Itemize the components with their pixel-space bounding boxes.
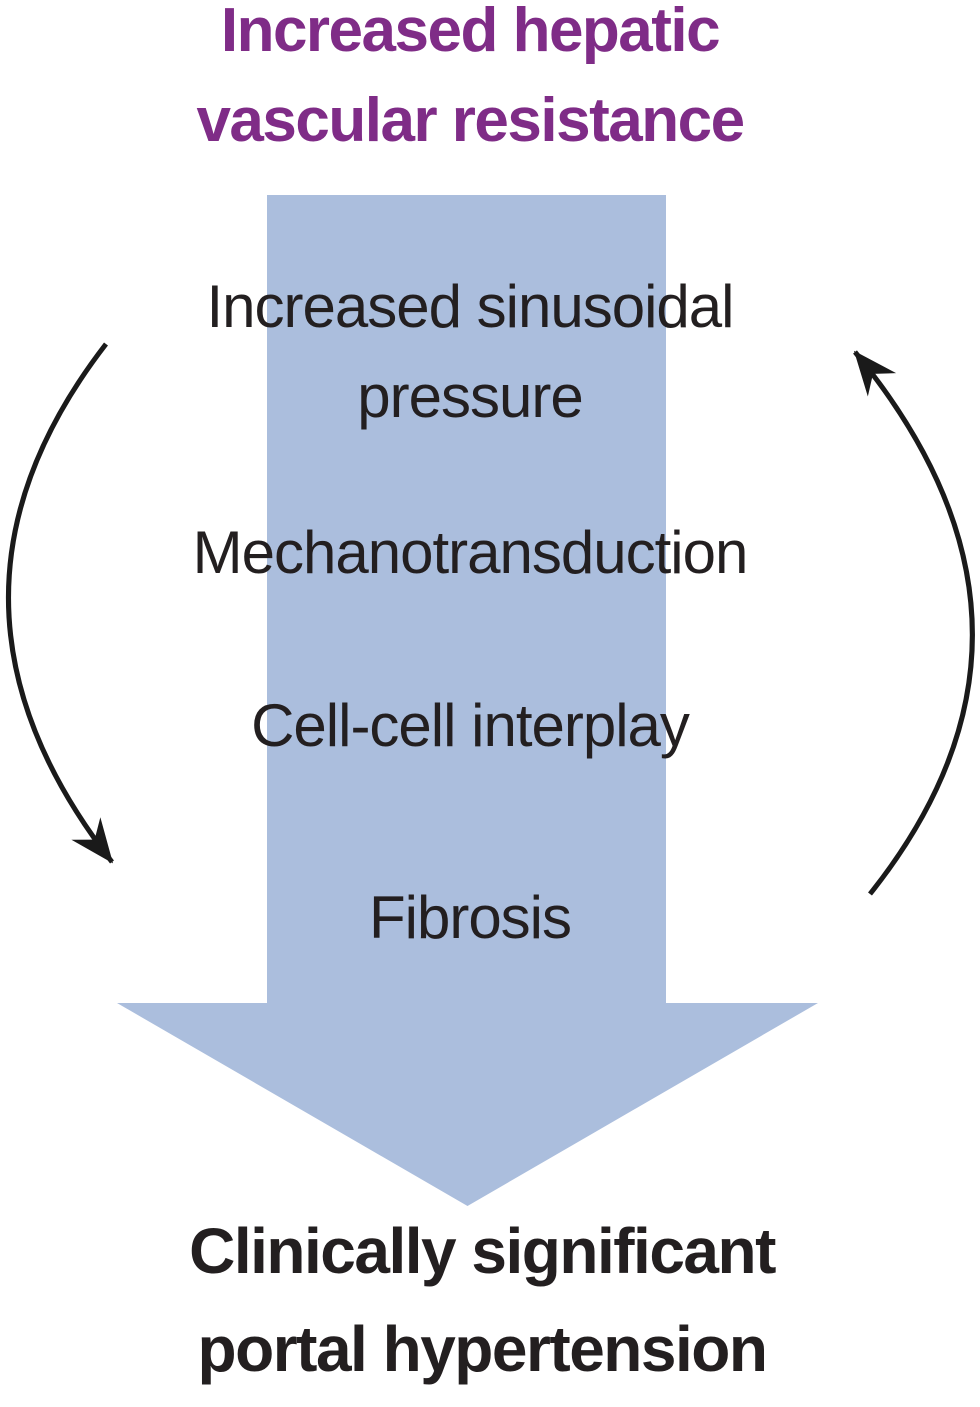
- step-fibrosis: Fibrosis: [368, 884, 572, 951]
- step-line: pressure: [357, 363, 583, 430]
- left-cycle-arrow-icon: [6, 342, 114, 864]
- step-cell-cell-interplay: Cell-cell interplay: [251, 692, 690, 759]
- step-increased-sinusoidal-pressure: Increased sinusoidal pressure: [0, 262, 940, 442]
- step-mechanotransduction: Mechanotransduction: [192, 519, 749, 586]
- outcome-line: Clinically significant: [189, 1215, 776, 1287]
- outcome-line: portal hypertension: [197, 1313, 768, 1385]
- right-cycle-arrow-icon: [853, 350, 975, 896]
- diagram-outcome: Clinically significant portal hypertensi…: [0, 1202, 964, 1398]
- big-down-arrow-icon: [117, 195, 818, 1206]
- title-line: Increased hepatic: [220, 0, 721, 65]
- step-line: Increased sinusoidal: [206, 273, 734, 340]
- diagram-title: Increased hepatic vascular resistance: [0, 0, 940, 166]
- title-line: vascular resistance: [196, 86, 745, 155]
